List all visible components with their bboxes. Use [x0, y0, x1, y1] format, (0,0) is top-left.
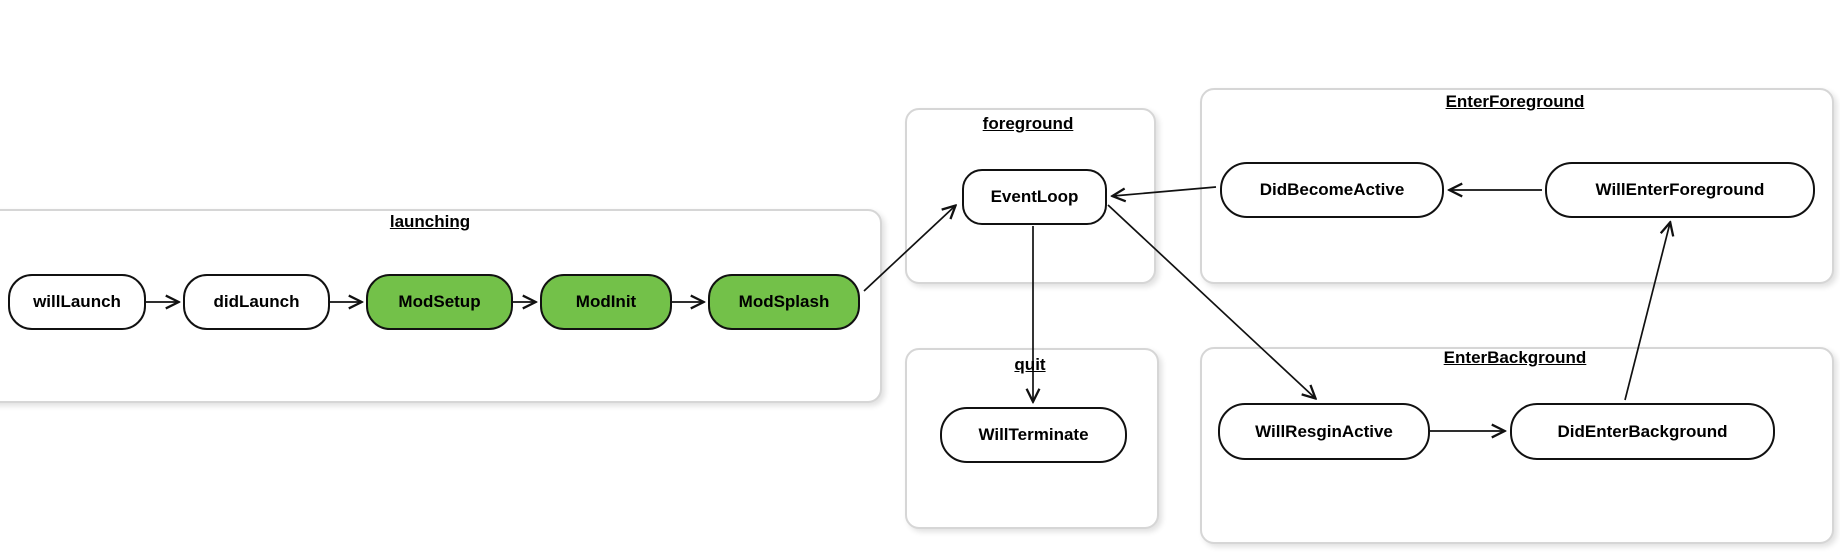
edge-ModSplash-EventLoop	[863, 206, 955, 292]
node-didLaunch: didLaunch	[183, 274, 330, 330]
node-EventLoop: EventLoop	[962, 169, 1107, 225]
group-title-launching: launching	[389, 212, 471, 231]
node-ModInit: ModInit	[540, 274, 672, 330]
group-title-enter-background: EnterBackground	[1443, 348, 1587, 367]
node-DidEnterBackground: DidEnterBackground	[1510, 403, 1775, 460]
node-ModSplash: ModSplash	[708, 274, 860, 330]
edge-EventLoop-WillResginActive	[1107, 204, 1315, 398]
edge-DidBecomeActive-EventLoop	[1113, 186, 1217, 196]
node-DidBecomeActive: DidBecomeActive	[1220, 162, 1444, 218]
node-ModSetup: ModSetup	[366, 274, 513, 330]
group-title-quit: quit	[1014, 355, 1046, 374]
node-WillEnterForeground: WillEnterForeground	[1545, 162, 1815, 218]
edge-DidEnterBackground-WillEnterForeground	[1624, 223, 1670, 401]
node-willLaunch: willLaunch	[8, 274, 146, 330]
node-WillTerminate: WillTerminate	[940, 407, 1127, 463]
group-title-enter-foreground: EnterForeground	[1445, 92, 1585, 111]
group-title-foreground: foreground	[982, 114, 1074, 133]
node-WillResginActive: WillResginActive	[1218, 403, 1430, 460]
